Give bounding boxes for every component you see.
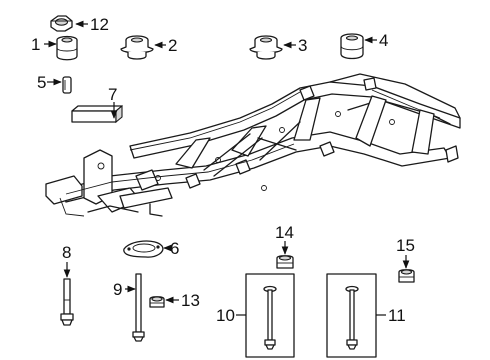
callout-6: 6 [170, 239, 179, 258]
frame-assembly [45, 73, 461, 217]
callout-4: 4 [379, 31, 388, 50]
callout-13: 13 [181, 291, 200, 310]
callout-14: 14 [275, 223, 294, 242]
part-5-spacer [62, 76, 72, 94]
part-14-nut [276, 255, 294, 269]
part-1-bushing [56, 35, 78, 61]
callout-9: 9 [113, 280, 122, 299]
part-12-nut [50, 15, 73, 32]
part-10-bolt [263, 285, 277, 350]
callout-7: 7 [108, 85, 117, 104]
callout-5: 5 [37, 73, 46, 92]
part-8-bolt [60, 278, 74, 326]
callout-15: 15 [396, 236, 415, 255]
callout-8: 8 [62, 243, 71, 262]
part-9-bolt [132, 273, 145, 342]
part-13-nut [149, 296, 165, 308]
callout-2: 2 [168, 36, 177, 55]
part-3-insulator [249, 35, 283, 60]
part-6-plate [123, 240, 164, 258]
part-15-nut [398, 269, 415, 283]
part-7-bar [71, 104, 123, 124]
callout-11: 11 [388, 306, 406, 325]
part-4-bushing [340, 33, 364, 60]
callout-10: 10 [216, 306, 235, 325]
callout-12: 12 [90, 15, 109, 34]
part-2-insulator [120, 35, 154, 60]
callout-3: 3 [298, 36, 307, 55]
callout-1: 1 [31, 35, 40, 54]
part-11-bolt [345, 285, 359, 350]
